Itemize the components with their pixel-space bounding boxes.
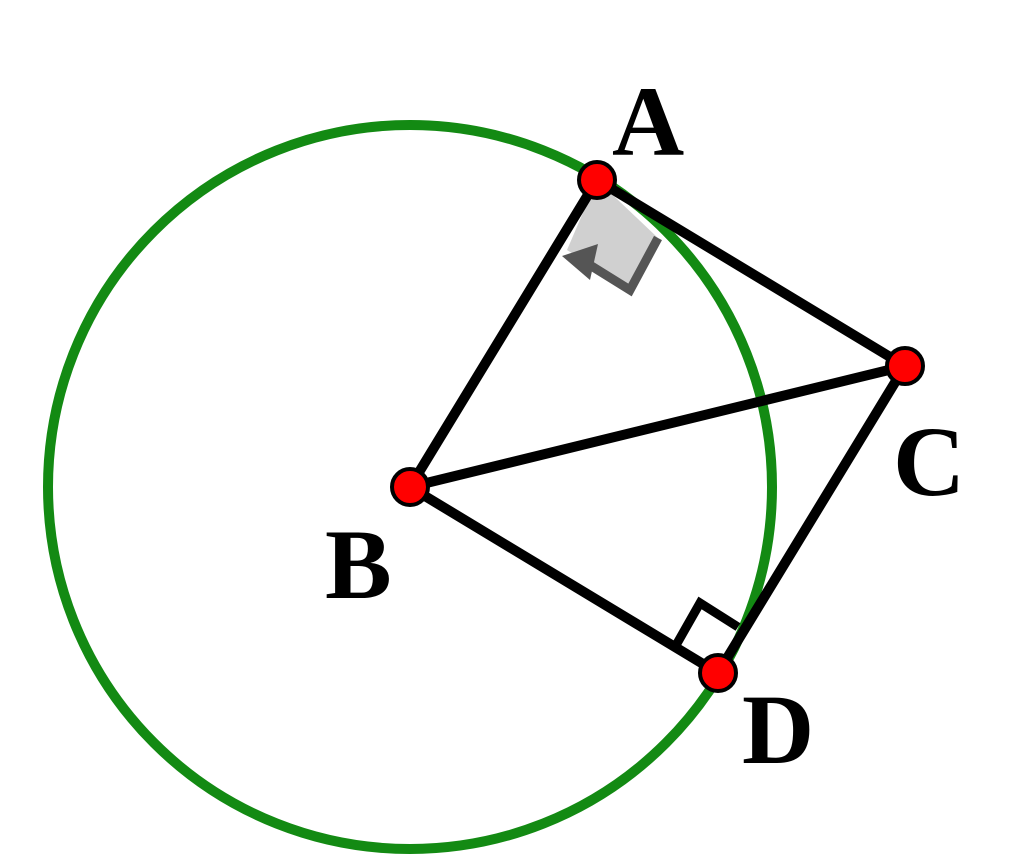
segment-CD [713,361,910,678]
segments [405,175,910,678]
circle-centered-at-B [43,120,777,854]
point-C[interactable] [885,346,925,386]
segment-BD [405,482,723,678]
points [390,160,925,693]
segment-AC [592,175,910,371]
point-B[interactable] [390,467,430,507]
segment-BC [405,361,910,492]
label-A: A [612,66,684,177]
right-angle-marker-D [671,596,741,650]
segment-AB [405,175,602,492]
right-angle-marker-A [562,180,662,297]
label-B: B [325,509,392,620]
label-C: C [893,406,965,517]
point-D[interactable] [698,653,738,693]
label-D: D [742,674,814,785]
point-A[interactable] [577,160,617,200]
